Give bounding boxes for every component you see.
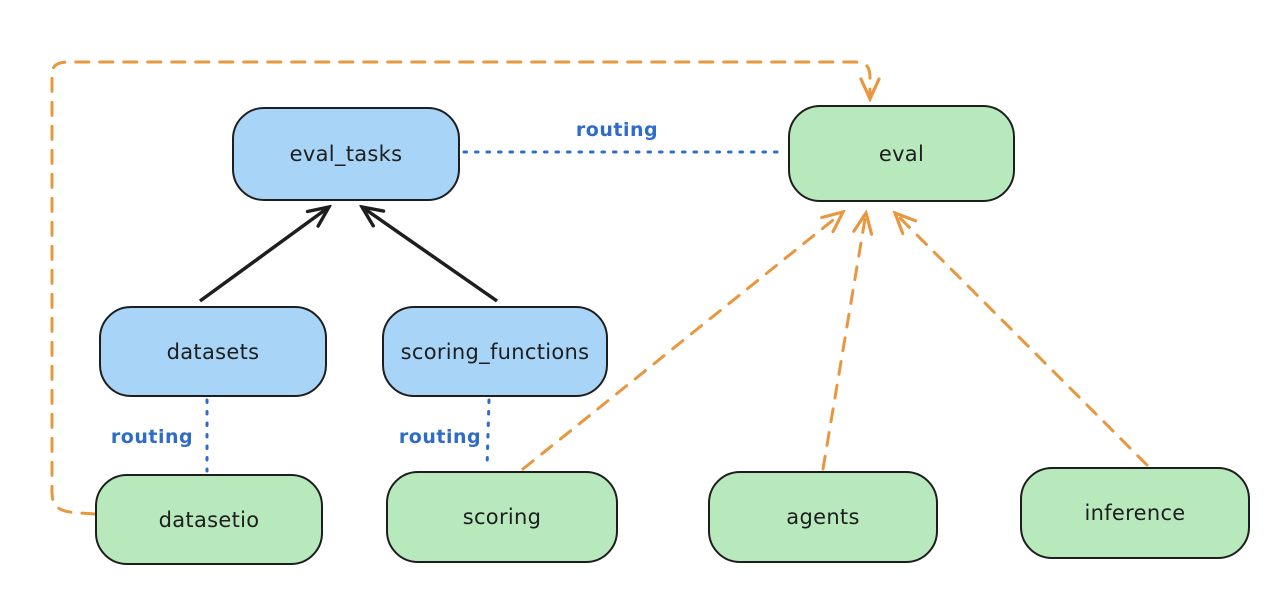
node-scoring-functions: scoring_functions (382, 306, 608, 397)
node-inference: inference (1020, 467, 1250, 559)
edge-label-routing-eval-tasks-eval: routing (575, 119, 659, 141)
node-agents: agents (708, 471, 938, 563)
edge-datasetio-to-eval-loop (50, 60, 870, 516)
edge-inference-to-eval (895, 213, 1149, 467)
edge-agents-to-eval (821, 213, 866, 471)
edge-scoring-to-eval (521, 212, 843, 471)
edge-label-routing-scoring-functions-scoring: routing (398, 426, 482, 448)
edge-scoring-functions-to-eval-tasks (362, 207, 498, 303)
edge-scoring-functions-to-scoring-routing (485, 398, 491, 470)
node-datasetio: datasetio (95, 474, 323, 565)
node-scoring: scoring (386, 471, 618, 563)
node-eval: eval (788, 105, 1015, 202)
node-datasets: datasets (99, 306, 327, 397)
edge-datasets-to-eval-tasks (198, 207, 329, 303)
edge-label-routing-datasets-datasetio: routing (110, 426, 194, 448)
node-eval-tasks: eval_tasks (232, 107, 460, 201)
